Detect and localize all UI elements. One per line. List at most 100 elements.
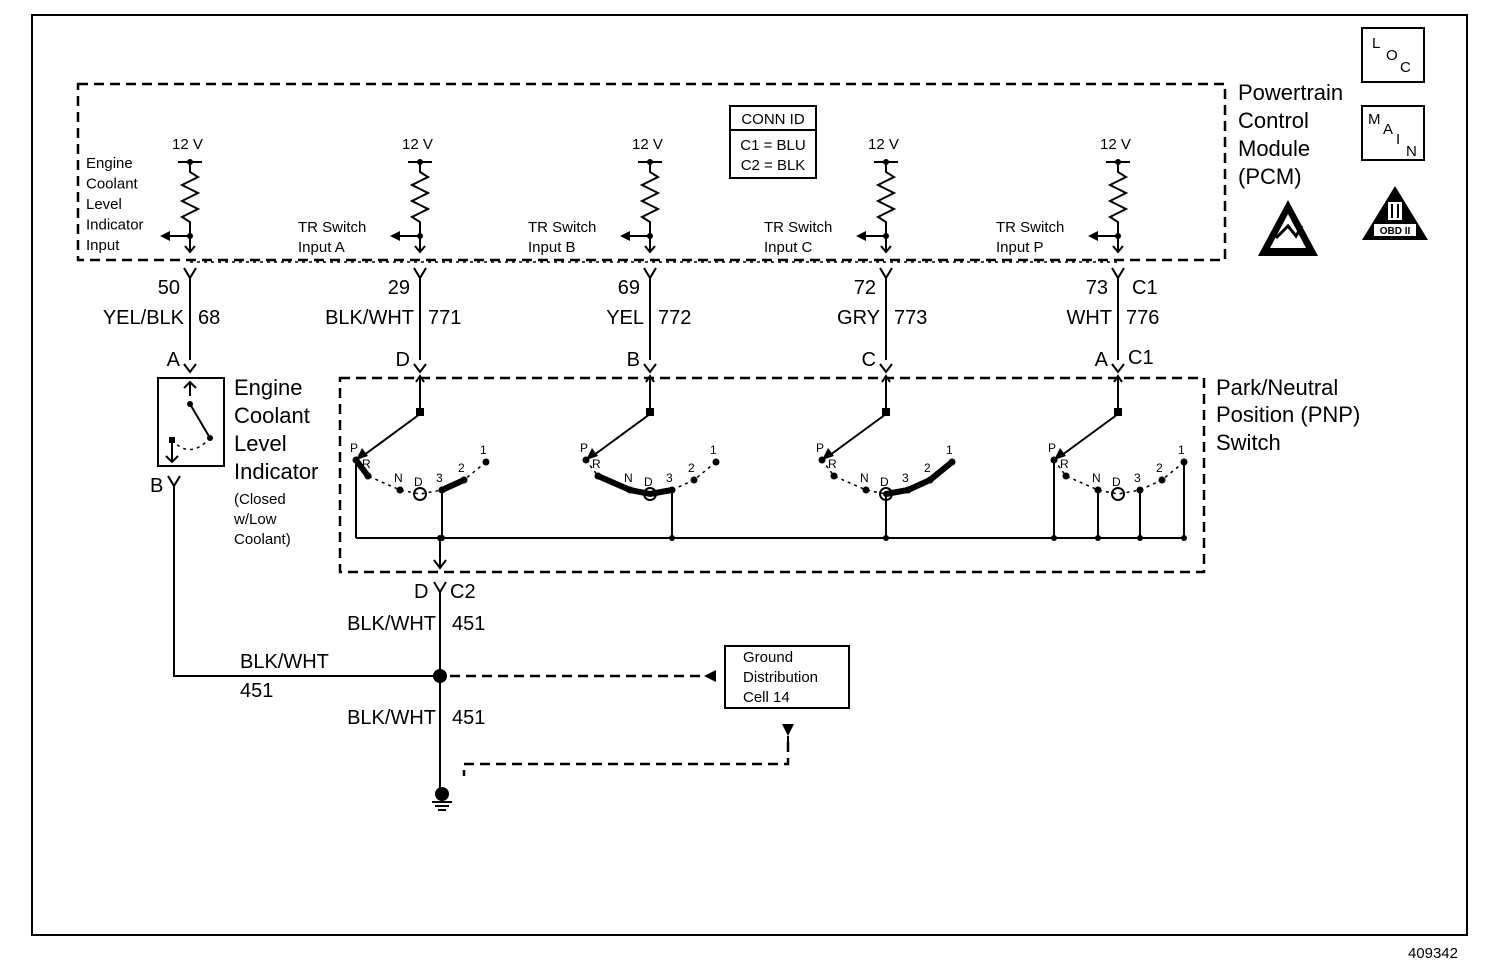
gear-label: R (592, 457, 601, 471)
lower-connector-pin: A (167, 349, 181, 371)
pcm-box (76, 82, 1227, 262)
pullup-resistor (875, 162, 897, 236)
loc-icon: L O C (1361, 27, 1425, 83)
gear-label: P (1048, 441, 1056, 455)
wire-color: YEL (606, 307, 644, 329)
ground-distribution-link (462, 742, 790, 776)
supply-12v: 12 V (868, 136, 899, 153)
svg-text:A: A (1383, 121, 1393, 138)
ecl-pin-b: B (150, 475, 163, 497)
svg-text:I: I (1396, 131, 1400, 148)
supply-12v: 12 V (632, 136, 663, 153)
gear-label: 3 (666, 471, 673, 485)
svg-text:Ground: Ground (743, 649, 793, 666)
ground-wire-lower-color: BLK/WHT (347, 707, 436, 729)
pin-number: 69 (618, 277, 640, 299)
esd-warning-icon (1258, 200, 1318, 256)
lower-connector-pin: C (862, 349, 876, 371)
supply-12v: 12 V (172, 136, 203, 153)
gear-label: P (350, 441, 358, 455)
pin-number: 50 (158, 277, 180, 299)
gear-label: 1 (710, 443, 717, 457)
pin-number: 72 (854, 277, 876, 299)
lower-connector-pin: D (396, 349, 410, 371)
gear-label: D (414, 475, 423, 489)
ground-wire-left-circuit: 451 (240, 680, 273, 702)
svg-text:OBD II: OBD II (1380, 226, 1411, 237)
pnp-output (433, 538, 447, 570)
gear-label: N (860, 471, 869, 485)
circuit-number: 68 (198, 307, 220, 329)
ground-distribution-box: Ground Distribution Cell 14 (724, 645, 850, 709)
connector-c1-lower: C1 (1128, 347, 1154, 369)
pin-number: 29 (388, 277, 410, 299)
gear-label: 2 (688, 461, 695, 475)
svg-text:Distribution: Distribution (743, 669, 818, 686)
ecl-indicator-label: Engine Coolant Level Indicator (234, 375, 318, 484)
gear-label: 3 (436, 471, 443, 485)
pullup-resistor (1107, 162, 1129, 236)
connector-c1-upper: C1 (1132, 277, 1158, 299)
pullup-resistor (639, 162, 661, 236)
gear-label: D (880, 475, 889, 489)
gear-label: 2 (458, 461, 465, 475)
gear-label: 2 (1156, 461, 1163, 475)
circuit-number: 771 (428, 307, 461, 329)
diagram-frame (31, 14, 1468, 936)
svg-text:O: O (1386, 47, 1398, 64)
gear-label: R (828, 457, 837, 471)
wire-color: GRY (837, 307, 880, 329)
obd-ii-icon: OBD II (1362, 186, 1428, 240)
pullup-resistor (409, 162, 431, 236)
gear-label: D (644, 475, 653, 489)
wire-color: WHT (1066, 307, 1112, 329)
gear-label: N (394, 471, 403, 485)
gear-label: R (362, 457, 371, 471)
splice-point (433, 669, 447, 683)
gear-label: N (624, 471, 633, 485)
gear-label: P (580, 441, 588, 455)
pin-number: 73 (1086, 277, 1108, 299)
ground-connector-c2: C2 (450, 581, 476, 603)
circuit-number: 776 (1126, 307, 1159, 329)
ground-wire-upper-color: BLK/WHT (347, 613, 436, 635)
ecl-indicator-note: (Closed w/Low Coolant) (233, 491, 291, 548)
lower-connector-pin: A (1095, 349, 1109, 371)
ground-wire-upper-circuit: 451 (452, 613, 485, 635)
pcm-label: Powertrain Control Module (PCM) (1238, 80, 1349, 189)
supply-12v: 12 V (402, 136, 433, 153)
pnp-label: Park/Neutral Position (PNP) Switch (1216, 375, 1366, 455)
gear-label: 1 (946, 443, 953, 457)
gear-label: P (816, 441, 824, 455)
svg-text:CONN ID: CONN ID (741, 111, 805, 128)
gear-label: 1 (480, 443, 487, 457)
ground-icon (432, 787, 452, 811)
ground-connector-d: D (414, 581, 428, 603)
gear-label: R (1060, 457, 1069, 471)
gear-label: 2 (924, 461, 931, 475)
pullup-resistor (179, 162, 201, 236)
wire-color: BLK/WHT (325, 307, 414, 329)
svg-text:C2 = BLK: C2 = BLK (741, 157, 806, 174)
ecl-ground-wire (167, 475, 440, 677)
gear-label: 3 (902, 471, 909, 485)
wire-color: YEL/BLK (103, 307, 185, 329)
ground-wire-lower-circuit: 451 (452, 707, 485, 729)
ground-wire-left-color: BLK/WHT (240, 651, 329, 673)
svg-text:N: N (1406, 143, 1417, 160)
